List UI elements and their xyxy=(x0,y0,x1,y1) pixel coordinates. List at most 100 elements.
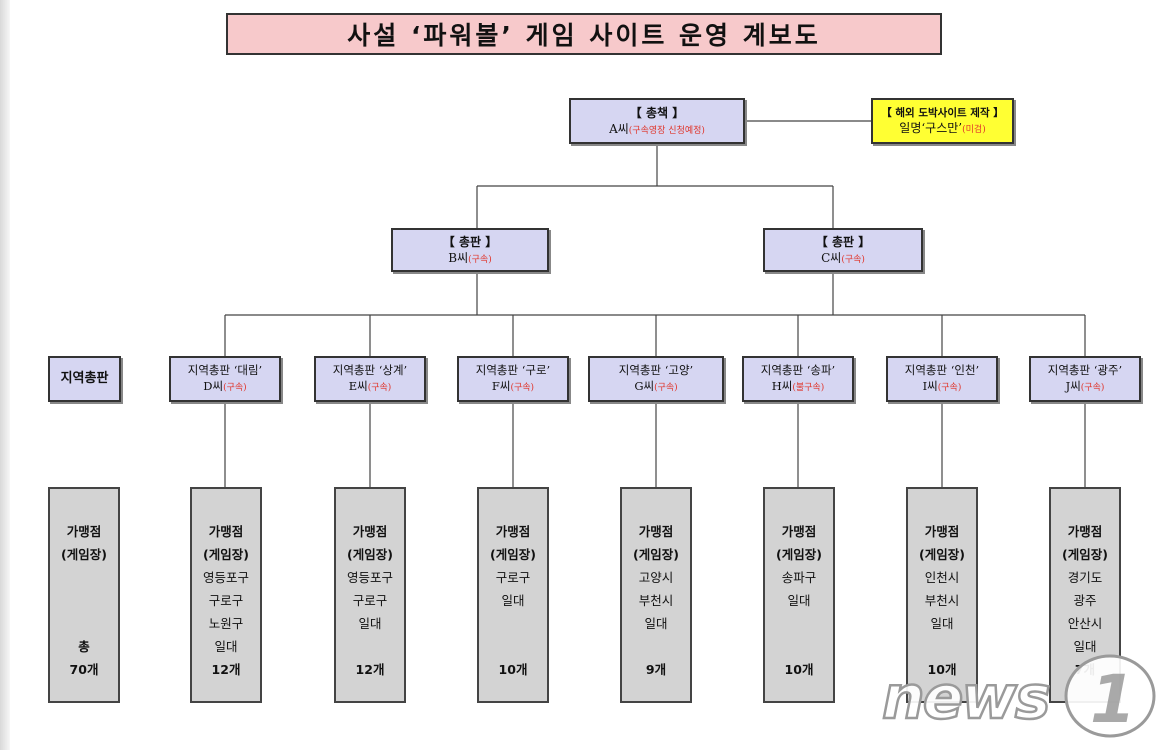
store-count: 10개 xyxy=(927,662,957,677)
regional-status: (구속) xyxy=(510,383,535,393)
store-count: 9개 xyxy=(645,662,667,677)
store-total-label: 총 xyxy=(78,639,90,654)
store-title: 가맹점 xyxy=(66,524,102,539)
store-summary-node: 가맹점 (게임장) 총 70개 xyxy=(48,487,120,703)
page-edge xyxy=(0,0,10,750)
store-title: 가맹점 xyxy=(1067,524,1103,539)
store-area: 송파구 xyxy=(781,570,817,585)
store-title: 가맹점 xyxy=(352,524,388,539)
store-area: 일대 xyxy=(930,616,954,631)
regional-node-e: 지역총판 ‘상계’ E씨(구속) xyxy=(314,356,426,402)
regional-node-h: 지역총판 ‘송파’ H씨(불구속) xyxy=(742,356,854,402)
store-area: 노원구 xyxy=(208,616,244,631)
store-area: 안산시 xyxy=(1067,616,1103,631)
regional-status: (구속) xyxy=(937,383,962,393)
regional-name: I씨 xyxy=(922,379,938,393)
svg-text:news: news xyxy=(882,663,1049,733)
regional-node-g: 지역총판 ‘고양’ G씨(구속) xyxy=(588,356,724,402)
store-count: 10개 xyxy=(498,662,528,677)
svg-text:1: 1 xyxy=(1090,661,1136,738)
overseas-maker-node: 【 해외 도박사이트 제작 】 일명‘구스만’(미검) xyxy=(871,98,1014,144)
store-node-g: 가맹점 (게임장) 고양시 부천시 일대 9개 xyxy=(620,487,692,703)
top-boss-name: A씨 xyxy=(609,122,629,136)
store-area: 일대 xyxy=(1073,639,1097,654)
regional-role: 지역총판 ‘대림’ xyxy=(187,363,263,378)
store-area: 일대 xyxy=(214,639,238,654)
store-count: 10개 xyxy=(784,662,814,677)
regional-status: (구속) xyxy=(654,383,678,393)
store-subtitle: (게임장) xyxy=(1062,547,1108,562)
store-title: 가맹점 xyxy=(208,524,244,539)
regional-role: 지역총판 ‘상계’ xyxy=(332,363,408,378)
store-subtitle: (게임장) xyxy=(347,547,393,562)
store-node-f: 가맹점 (게임장) 구로구 일대 10개 xyxy=(477,487,549,703)
store-area: 구로구 xyxy=(352,593,388,608)
overseas-maker-role: 【 해외 도박사이트 제작 】 xyxy=(881,106,1004,119)
regional-role: 지역총판 ‘광주’ xyxy=(1047,363,1123,378)
regional-name: E씨 xyxy=(348,379,368,393)
regional-node-f: 지역총판 ‘구로’ F씨(구속) xyxy=(457,356,569,402)
regional-node-i: 지역총판 ‘인천’ I씨(구속) xyxy=(886,356,998,402)
chart-title: 사설 ‘파워볼’ 게임 사이트 운영 계보도 xyxy=(226,13,942,55)
store-total-count: 70개 xyxy=(69,662,99,677)
regional-name: J씨 xyxy=(1065,379,1081,393)
store-subtitle: (게임장) xyxy=(776,547,822,562)
manager-role: 【 총판 】 xyxy=(442,234,498,249)
regional-name: F씨 xyxy=(491,379,511,393)
manager-name: C씨 xyxy=(821,251,842,265)
manager-status: (구속) xyxy=(468,255,492,265)
store-area: 영등포구 xyxy=(346,570,393,585)
store-node-i: 가맹점 (게임장) 인천시 부천시 일대 10개 xyxy=(906,487,978,703)
store-area: 경기도 xyxy=(1067,570,1103,585)
regional-status: (구속) xyxy=(1080,383,1105,393)
top-boss-node: 【 총책 】 A씨(구속영장 신청예정) xyxy=(569,98,745,144)
manager-name: B씨 xyxy=(448,251,469,265)
store-area: 부천시 xyxy=(638,593,674,608)
store-node-e: 가맹점 (게임장) 영등포구 구로구 일대 12개 xyxy=(334,487,406,703)
store-title: 가맹점 xyxy=(495,524,531,539)
regional-manager-label: 지역총판 xyxy=(48,356,121,402)
regional-node-j: 지역총판 ‘광주’ J씨(구속) xyxy=(1029,356,1141,402)
store-title: 가맹점 xyxy=(781,524,817,539)
manager-role: 【 총판 】 xyxy=(815,234,871,249)
store-area: 부천시 xyxy=(924,593,960,608)
manager-status: (구속) xyxy=(841,255,865,265)
overseas-maker-name: 일명‘구스만’ xyxy=(899,120,963,135)
store-subtitle: (게임장) xyxy=(203,547,249,562)
top-boss-status: (구속영장 신청예정) xyxy=(628,126,705,136)
overseas-maker-status: (미검) xyxy=(962,124,986,135)
store-area: 일대 xyxy=(358,616,382,631)
regional-name: H씨 xyxy=(771,379,793,393)
store-area: 일대 xyxy=(501,593,525,608)
store-title: 가맹점 xyxy=(638,524,674,539)
regional-role: 지역총판 ‘고양’ xyxy=(618,363,694,378)
regional-role: 지역총판 ‘송파’ xyxy=(760,363,836,378)
store-node-d: 가맹점 (게임장) 영등포구 구로구 노원구 일대 12개 xyxy=(190,487,262,703)
news1-watermark-logo: news 1 xyxy=(881,654,1156,738)
store-subtitle: (게임장) xyxy=(633,547,679,562)
store-area: 고양시 xyxy=(638,570,674,585)
store-subtitle: (게임장) xyxy=(490,547,536,562)
regional-name: G씨 xyxy=(634,379,655,393)
regional-role: 지역총판 ‘인천’ xyxy=(904,363,980,378)
store-area: 일대 xyxy=(644,616,668,631)
store-area: 일대 xyxy=(787,593,811,608)
top-boss-role: 【 총책 】 xyxy=(629,105,685,120)
regional-status: (불구속) xyxy=(792,383,825,393)
store-area: 인천시 xyxy=(924,570,960,585)
regional-name: D씨 xyxy=(203,379,224,393)
store-area: 영등포구 xyxy=(202,570,249,585)
manager-node-b: 【 총판 】 B씨(구속) xyxy=(391,228,549,272)
store-count: 12개 xyxy=(355,662,385,677)
store-area: 광주 xyxy=(1073,593,1097,608)
store-subtitle: (게임장) xyxy=(919,547,965,562)
store-subtitle: (게임장) xyxy=(61,547,107,562)
store-area: 구로구 xyxy=(208,593,244,608)
store-node-h: 가맹점 (게임장) 송파구 일대 10개 xyxy=(763,487,835,703)
regional-status: (구속) xyxy=(223,383,247,393)
store-area: 구로구 xyxy=(495,570,531,585)
regional-node-d: 지역총판 ‘대림’ D씨(구속) xyxy=(169,356,281,402)
regional-status: (구속) xyxy=(367,383,392,393)
regional-role: 지역총판 ‘구로’ xyxy=(475,363,551,378)
